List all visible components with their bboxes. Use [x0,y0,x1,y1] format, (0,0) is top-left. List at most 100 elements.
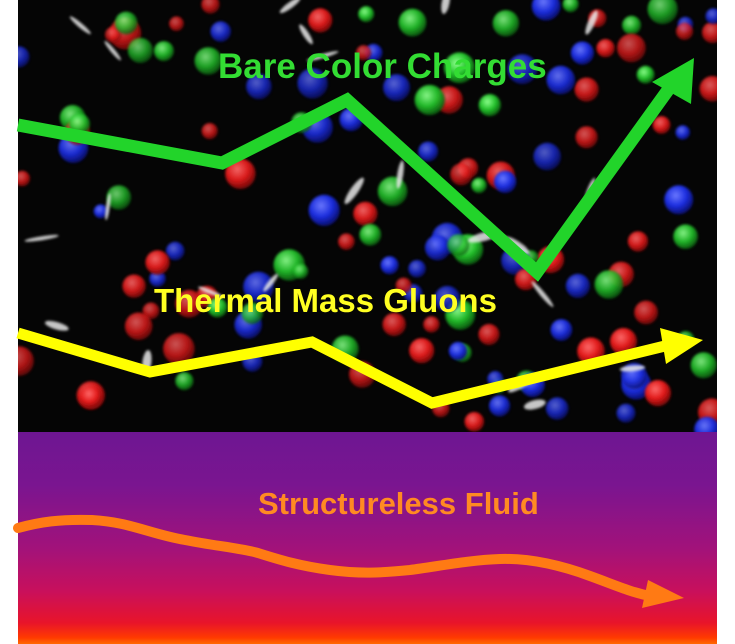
blue-particle [489,395,511,417]
red-particle [338,233,355,250]
blue-particle [675,125,691,140]
yellow-arrowhead [660,328,703,364]
blue-particle [507,54,538,85]
gluon-streak [299,24,313,45]
blue-particle [210,21,231,42]
green-particle [690,352,717,379]
red-particle [145,250,170,275]
red-particle [79,385,103,409]
green-particle [114,11,138,35]
red-particle [634,300,658,325]
gluon-streak [441,0,451,15]
gluon-streak [306,51,339,62]
green-arrowhead [652,58,694,104]
blue-particle [545,397,569,420]
gluon-streak [619,365,646,372]
red-particle [395,277,412,294]
blue-particle [243,271,274,303]
green-particle [562,0,579,13]
gluon-streak [263,273,278,292]
blue-particle [380,256,399,275]
red-particle [610,328,637,355]
red-particle [644,380,672,407]
red-particle [201,0,220,14]
red-particle [464,412,485,432]
green-particle [127,37,153,64]
blue-particle [531,0,561,21]
bare-color-charges-label: Bare Color Charges [218,47,547,86]
green-particle [207,297,228,318]
red-particle [105,26,121,43]
red-particle [450,163,473,186]
yellow-trajectory-line [16,327,667,409]
blue-particle [434,285,461,313]
blue-particle [570,41,595,65]
gluon-streak [105,193,111,221]
orange-trajectory-line [13,514,655,601]
green-particle [398,8,427,37]
red-particle [702,21,717,44]
red-particle [596,39,615,58]
red-particle [18,346,34,376]
gluon-streak [344,177,364,205]
red-particle [225,158,256,189]
red-particle [201,123,218,140]
green-particle [358,6,375,23]
green-particle [594,270,624,299]
blue-particle [408,260,426,278]
gluon-streak [24,234,59,242]
red-particle [699,76,717,102]
red-particle [142,302,160,320]
structureless-fluid-region [18,432,717,644]
green-particle [241,302,263,325]
red-particle [169,16,184,32]
green-particle [478,94,501,117]
red-particle [617,33,646,63]
red-particle [652,116,671,134]
red-particle [382,312,406,337]
green-particle [414,84,445,116]
green-particle [622,15,642,35]
blue-particle [297,68,328,99]
blue-particle [246,73,272,100]
gluon-streak [104,40,121,61]
green-particle [471,177,487,194]
blue-particle [705,8,717,25]
green-particle [175,372,194,391]
blue-particle [149,270,166,287]
green-particle [359,223,382,246]
blue-particle [93,204,108,219]
green-particle [153,41,174,62]
gluon-streak [279,0,301,14]
blue-particle [448,341,468,361]
green-particle [106,185,132,210]
blue-particle [424,235,451,261]
green-particle [293,263,309,279]
blue-particle [418,141,439,162]
red-particle [478,323,500,346]
blue-particle [550,319,573,341]
green-trajectory-line [16,86,674,282]
blue-particle [546,65,576,95]
red-particle [163,333,195,365]
red-particle [175,289,204,318]
blue-particle [694,416,717,432]
quark-gluon-particle-field [18,0,717,432]
green-particle [673,224,698,249]
red-particle [122,274,146,298]
green-particle [636,65,655,84]
blue-particle [165,241,185,261]
green-particle [194,47,223,75]
blue-particle [533,142,561,171]
orange-arrowhead [642,580,684,608]
red-particle [18,170,31,187]
red-particle [423,316,440,333]
thermal-mass-gluons-label: Thermal Mass Gluons [154,282,497,319]
gluon-streak [585,10,598,35]
blue-particle [494,170,517,194]
blue-particle [616,403,636,423]
red-particle [574,77,599,102]
gluon-streak [531,281,554,308]
green-particle [647,0,678,25]
